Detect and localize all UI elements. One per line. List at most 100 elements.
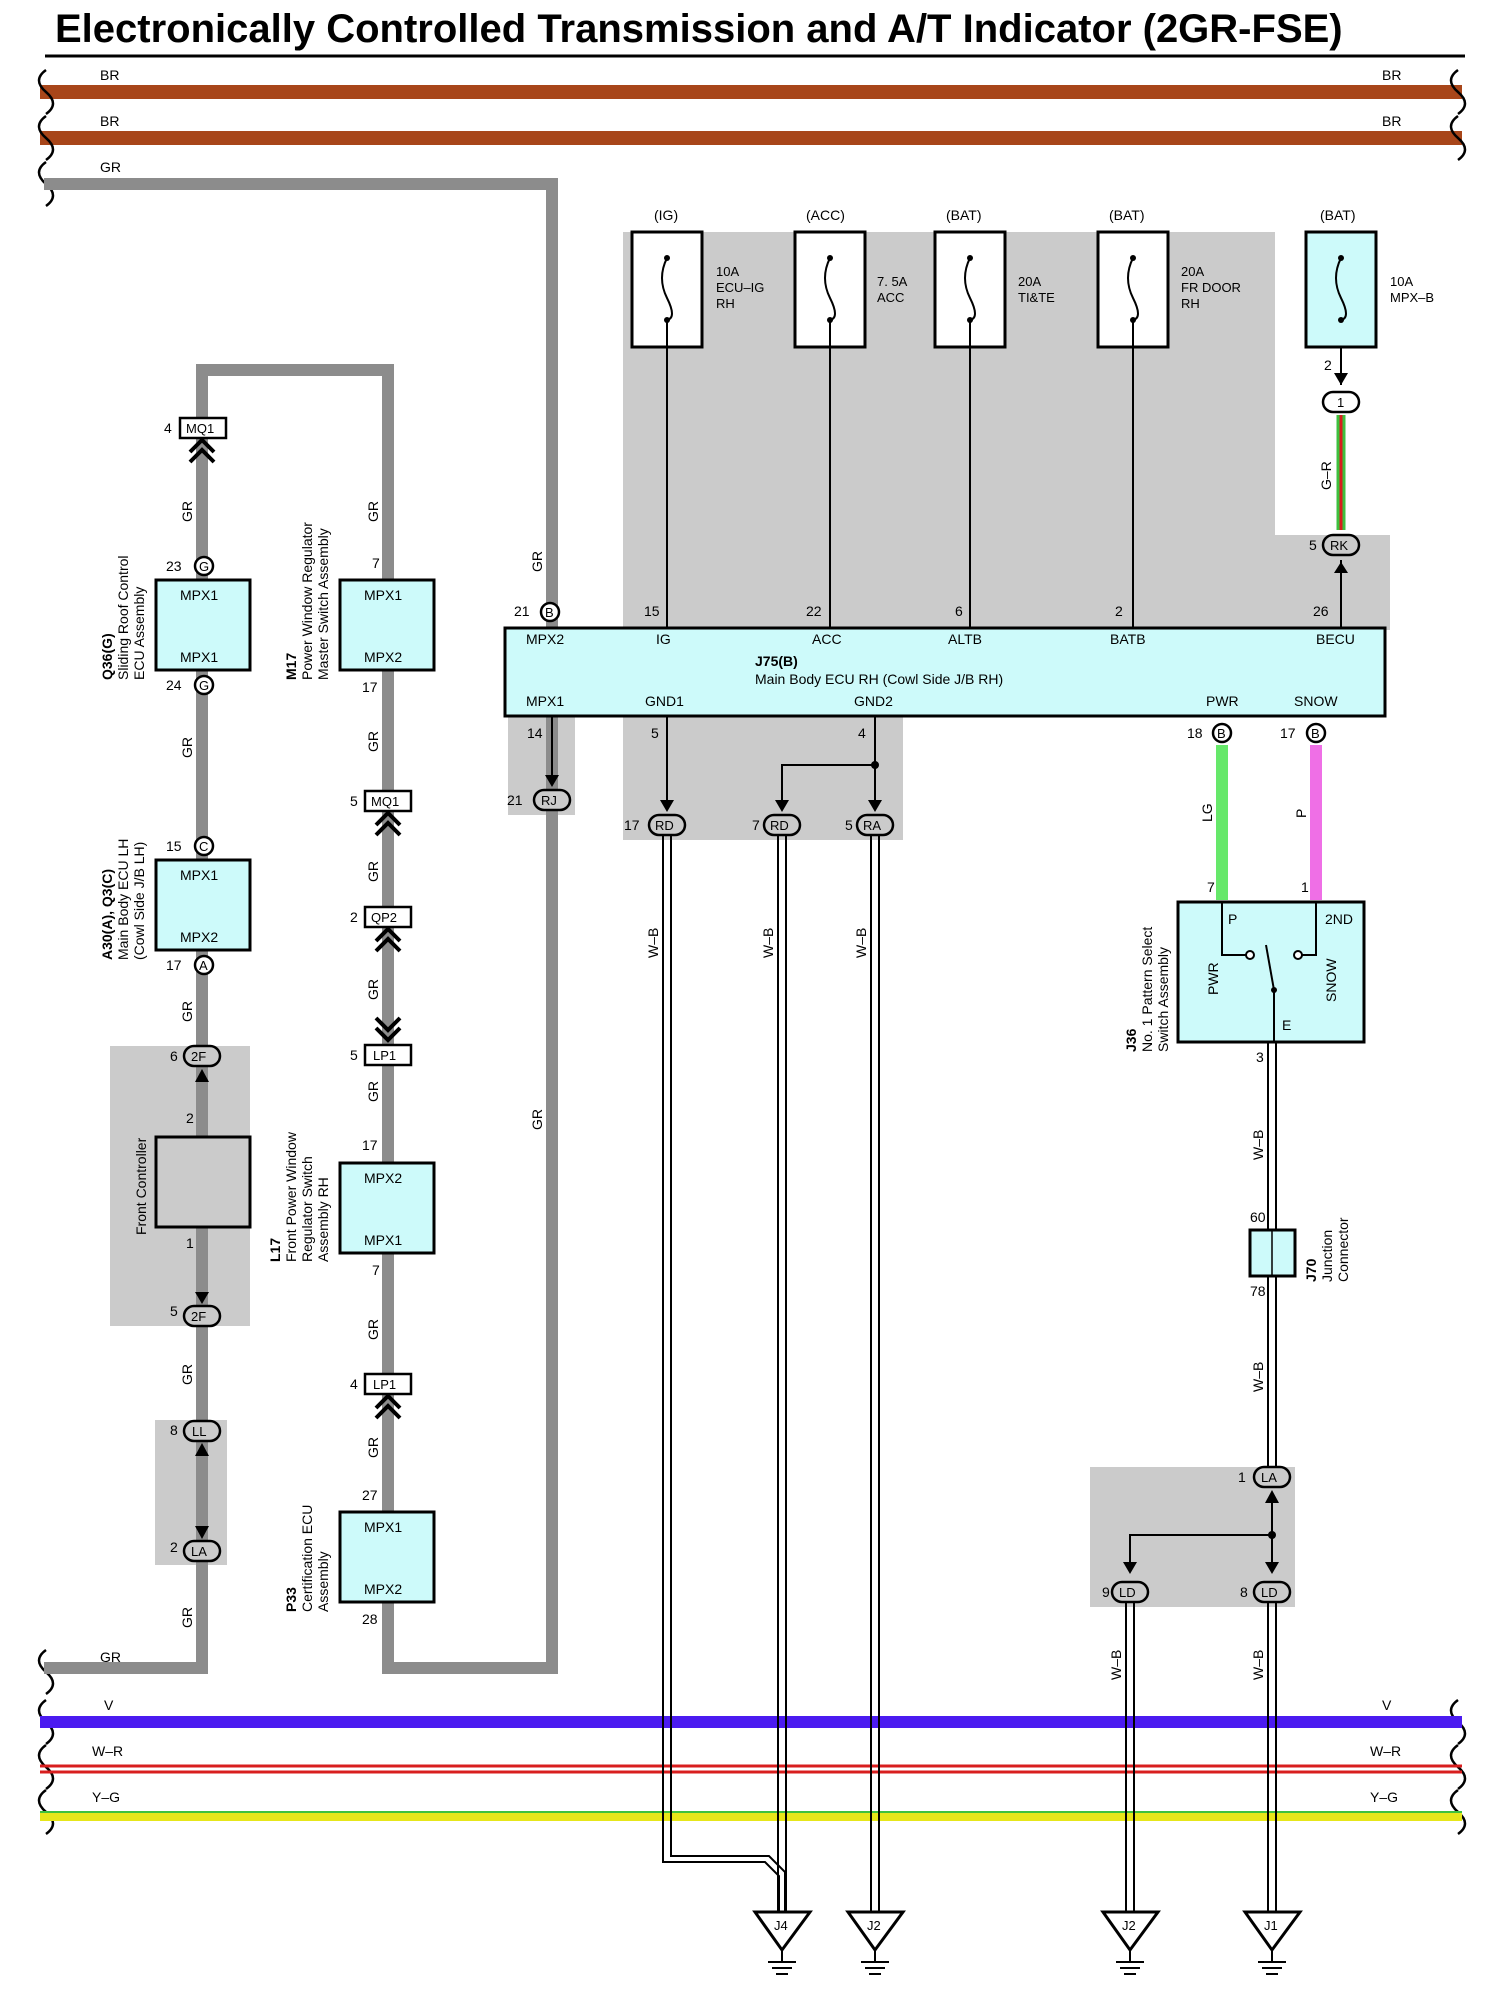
fuse-symbol-icon xyxy=(1335,257,1347,321)
pin-num: 17 xyxy=(166,957,182,973)
diagram-title: Electronically Controlled Transmission a… xyxy=(55,7,1343,51)
ecu-pin-name: BECU xyxy=(1316,631,1355,647)
wire-label-gr: GR xyxy=(365,731,381,752)
arrow-icon xyxy=(195,1526,209,1539)
chevron-up-icon xyxy=(374,926,402,953)
wire-label-gr: GR xyxy=(179,737,195,758)
connector-ld-1 xyxy=(1110,1580,1150,1604)
pin-num: 1 xyxy=(186,1235,194,1251)
fuse-name: FR DOOR xyxy=(1181,280,1241,295)
ecu-name: Main Body ECU RH (Cowl Side J/B RH) xyxy=(755,671,1003,687)
ground-j2: J2 xyxy=(845,1910,906,1975)
pin-num: 17 xyxy=(362,679,378,695)
conn-name: MQ1 xyxy=(371,794,399,809)
j70-name: Junction xyxy=(1319,1230,1335,1282)
ecu-pin-name: PWR xyxy=(1206,693,1239,709)
ecu-pin-num: 2 xyxy=(1115,603,1123,619)
fuse-source: (IG) xyxy=(654,207,678,223)
p33-name-2: Assembly xyxy=(315,1551,331,1612)
ecu-pin-num: 26 xyxy=(1313,603,1329,619)
ecu-pin-name: SNOW xyxy=(1294,693,1338,709)
wire-label-gr: GR xyxy=(365,1081,381,1102)
fuse-name: ECU–IG xyxy=(716,280,764,295)
conn-num: 2 xyxy=(170,1539,178,1555)
conn-num: 7 xyxy=(752,817,760,833)
pin-num: 7 xyxy=(372,555,380,571)
pin-num: 1 xyxy=(1301,879,1309,895)
ground-icon xyxy=(1100,1910,1161,1953)
ecu-conn-letter: B xyxy=(545,605,554,620)
front-power-window-switch-box xyxy=(338,1161,436,1255)
switch-pwr-label: PWR xyxy=(1205,962,1221,995)
arrow-icon xyxy=(1265,1562,1279,1574)
break-mark xyxy=(37,114,55,162)
q36-name-2: ECU Assembly xyxy=(131,587,147,680)
ecu-conn-circle xyxy=(1211,722,1233,744)
connector-lp1-a xyxy=(363,1043,413,1067)
br-label-2r: BR xyxy=(1382,113,1401,129)
pin-num: 78 xyxy=(1250,1283,1266,1299)
ecu-pin-name: MPX1 xyxy=(526,693,564,709)
arrow-icon xyxy=(1123,1562,1137,1574)
j70-id: J70 xyxy=(1303,1258,1319,1282)
main-body-ecu-rh: MPX2 IG ACC ALTB BATB BECU J75(B) Main B… xyxy=(503,601,1387,744)
ecu-pin-num: 15 xyxy=(644,603,660,619)
wire xyxy=(781,764,875,808)
connector-ll xyxy=(182,1419,222,1443)
front-controller-name: Front Controller xyxy=(133,1137,149,1235)
wire-label-wb: W–B xyxy=(1108,1650,1124,1680)
component-pin-name: MPX2 xyxy=(364,1581,402,1597)
switch-contact xyxy=(1293,950,1303,960)
switch-2nd-label: 2ND xyxy=(1325,911,1353,927)
ecu-pin-name: MPX2 xyxy=(526,631,564,647)
wire-label-gr: GR xyxy=(365,1437,381,1458)
ecu-pin-name: ACC xyxy=(812,631,842,647)
fuse-source: (BAT) xyxy=(1320,207,1356,223)
wire-label-gr: GR xyxy=(179,1607,195,1628)
wire xyxy=(662,835,780,1912)
ecu-conn-letter: B xyxy=(1217,726,1226,741)
wire-label-gr: GR xyxy=(179,1364,195,1385)
conn-num: 5 xyxy=(350,793,358,809)
conn-letter: A xyxy=(199,958,208,973)
chevron-up-icon xyxy=(374,810,402,837)
pin-num: 2 xyxy=(186,1110,194,1126)
a30-name-2: (Cowl Side J/B LH) xyxy=(131,842,147,960)
conn-name: 2F xyxy=(191,1049,206,1064)
l17-name-3: Assembly RH xyxy=(315,1177,331,1262)
ecu-id: J75(B) xyxy=(755,653,798,669)
conn-circle xyxy=(193,835,215,857)
ecu-pin-name: BATB xyxy=(1110,631,1146,647)
arrow-icon xyxy=(1334,373,1348,385)
pin-num: 23 xyxy=(166,558,182,574)
ground-label: J2 xyxy=(1122,1918,1136,1933)
gr-wire-labels: GR GR GR GR GR GR GR GR GR GR GR GR GR G… xyxy=(179,501,545,1628)
connector-mq1 xyxy=(178,416,228,440)
chevron-up-icon xyxy=(188,437,216,464)
wire-label-gr: GR xyxy=(365,501,381,522)
conn-num: 8 xyxy=(1240,1584,1248,1600)
connector-2f-bottom xyxy=(182,1304,222,1328)
ecu-pin-name: ALTB xyxy=(948,631,982,647)
pin-num: 7 xyxy=(372,1262,380,1278)
pin-num: 3 xyxy=(1256,1049,1264,1065)
conn-name: LP1 xyxy=(373,1048,396,1063)
connector-rd-2 xyxy=(762,813,802,837)
conn-num: 4 xyxy=(164,420,172,436)
pin-num: 60 xyxy=(1250,1209,1266,1225)
conn-name: RD xyxy=(655,818,674,833)
fuse-rating: 10A xyxy=(1390,274,1413,289)
ecu-pin-name: IG xyxy=(656,631,671,647)
connector-rd-1 xyxy=(647,813,687,837)
ground-icon xyxy=(845,1910,906,1953)
wire-label-wb: W–B xyxy=(1250,1650,1266,1680)
pin-num: 15 xyxy=(166,838,182,854)
wire-label-gr: GR xyxy=(179,501,195,522)
ecu-conn-circle xyxy=(1305,722,1327,744)
pin-num: 17 xyxy=(362,1137,378,1153)
break-mark xyxy=(1449,114,1467,162)
arrow-icon xyxy=(1265,1490,1279,1503)
component-pin-name: MPX1 xyxy=(364,1232,402,1248)
connector-la-left xyxy=(182,1539,222,1563)
wire-label-gr: GR xyxy=(529,1109,545,1130)
